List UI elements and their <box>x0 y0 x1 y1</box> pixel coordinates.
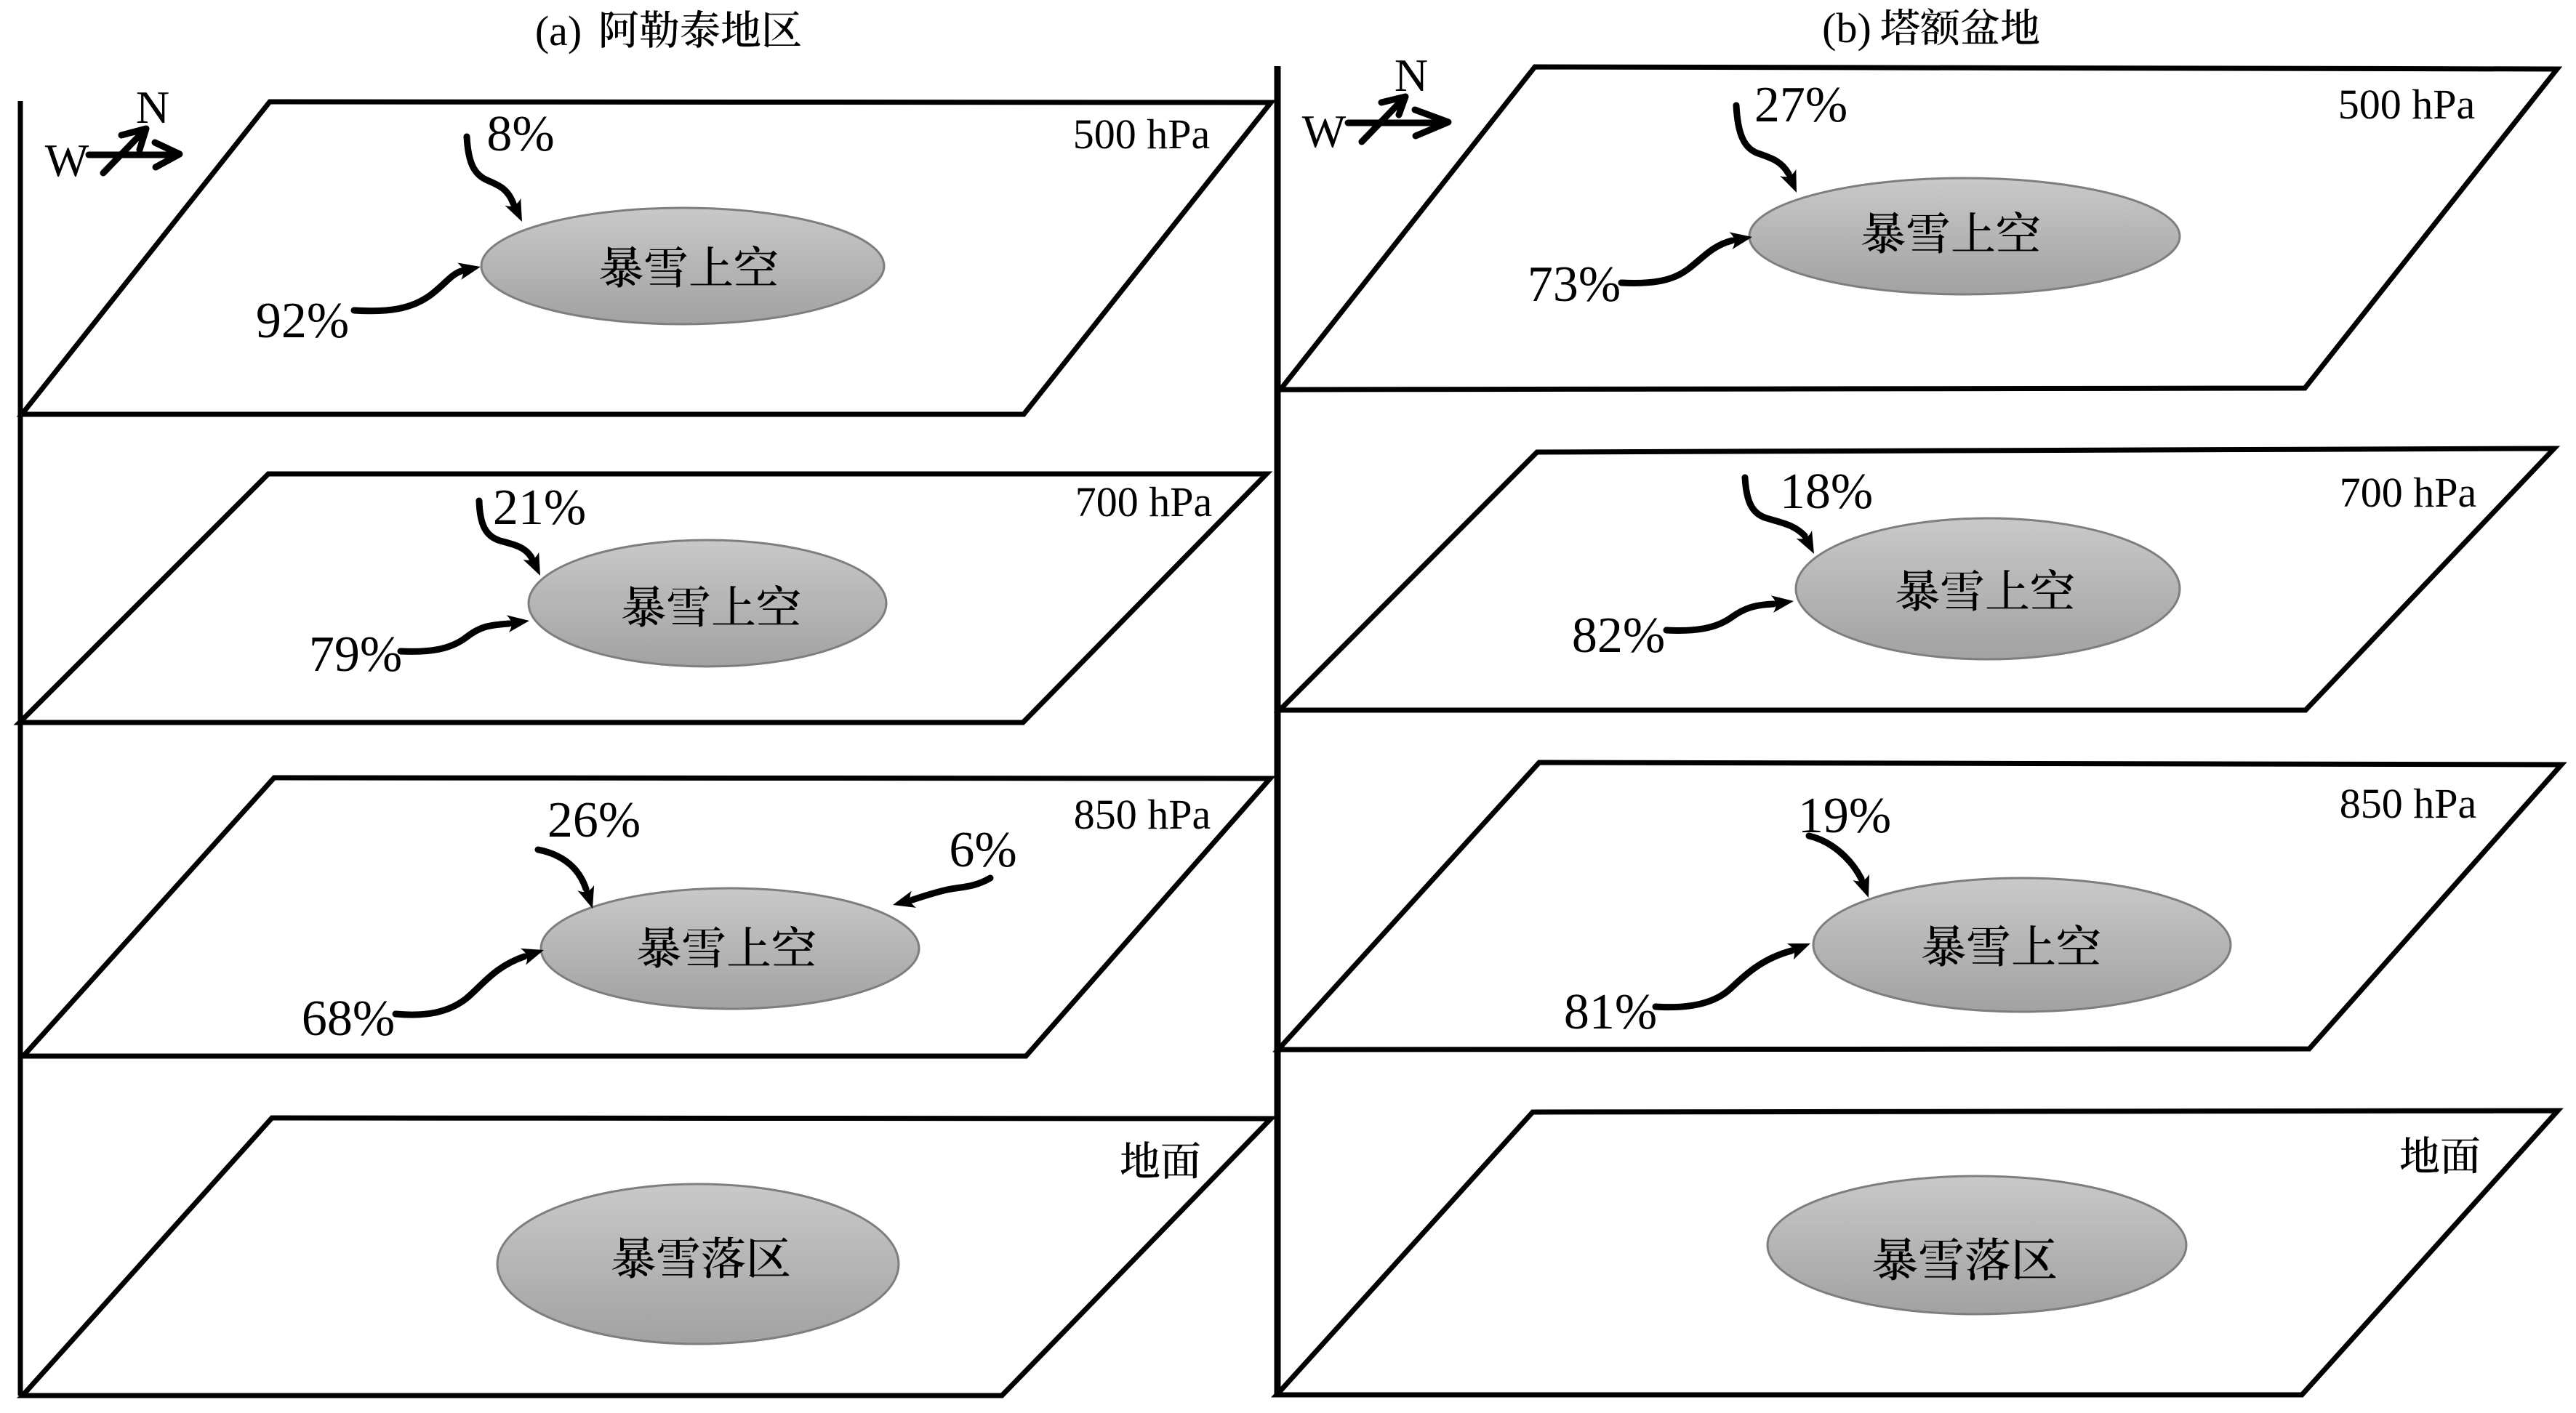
svg-text:(a): (a) <box>535 7 582 55</box>
svg-text:N: N <box>136 81 169 133</box>
svg-text:850 hPa: 850 hPa <box>2340 780 2477 827</box>
svg-text:500 hPa: 500 hPa <box>1073 110 1211 158</box>
svg-text:700 hPa: 700 hPa <box>1075 478 1213 526</box>
svg-text:19%: 19% <box>1798 788 1891 844</box>
svg-text:(b): (b) <box>1822 4 1871 52</box>
svg-text:82%: 82% <box>1572 608 1665 664</box>
svg-text:18%: 18% <box>1780 464 1873 520</box>
svg-text:6%: 6% <box>949 822 1016 878</box>
svg-text:79%: 79% <box>309 627 402 683</box>
svg-text:26%: 26% <box>547 792 641 848</box>
svg-text:N: N <box>1395 49 1428 101</box>
svg-text:21%: 21% <box>493 480 586 536</box>
svg-text:W: W <box>45 134 89 186</box>
svg-text:92%: 92% <box>256 293 349 349</box>
svg-text:700 hPa: 700 hPa <box>2340 469 2477 516</box>
svg-text:850 hPa: 850 hPa <box>1074 791 1211 838</box>
svg-text:500 hPa: 500 hPa <box>2338 81 2476 128</box>
svg-text:W: W <box>1302 105 1347 157</box>
svg-text:8%: 8% <box>486 106 554 162</box>
svg-text:81%: 81% <box>1564 984 1657 1040</box>
svg-text:27%: 27% <box>1754 77 1847 133</box>
svg-text:73%: 73% <box>1528 257 1621 313</box>
svg-text:68%: 68% <box>302 991 395 1047</box>
